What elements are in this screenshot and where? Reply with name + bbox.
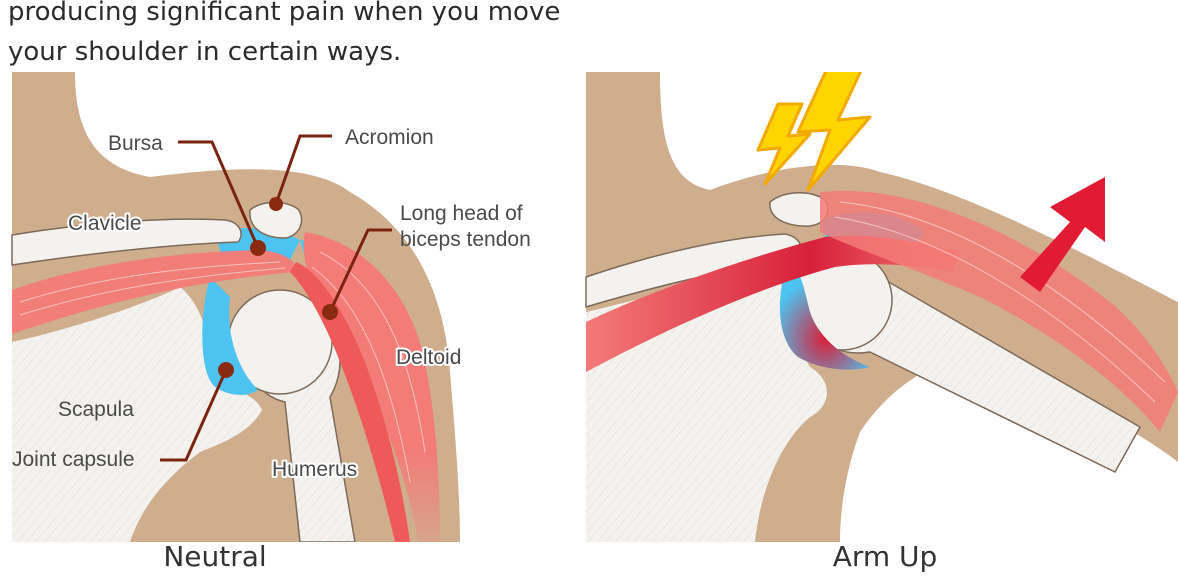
- intro-line-2: your shoulder in certain ways.: [8, 37, 401, 67]
- marker-joint-capsule: [218, 362, 234, 378]
- arm-up-illustration: [580, 72, 1178, 542]
- neutral-panel: Bursa Acromion Clavicle Long head of bic…: [0, 72, 560, 542]
- label-long-head-line-2: biceps tendon: [400, 228, 531, 251]
- label-bursa: Bursa: [108, 132, 163, 155]
- marker-acromion: [269, 197, 283, 211]
- label-deltoid: Deltoid: [396, 346, 461, 369]
- label-long-head-line-1: Long head of: [400, 202, 523, 225]
- caption-neutral: Neutral: [0, 540, 430, 573]
- label-acromion: Acromion: [345, 126, 434, 149]
- marker-long-head: [322, 304, 338, 320]
- marker-bursa: [250, 240, 266, 256]
- label-joint-capsule: Joint capsule: [12, 448, 135, 471]
- intro-line-1: producing significant pain when you move: [8, 0, 560, 27]
- caption-arm-up: Arm Up: [620, 540, 1150, 573]
- label-clavicle: Clavicle: [68, 212, 142, 235]
- arm-up-panel: [580, 72, 1178, 542]
- label-scapula: Scapula: [58, 398, 134, 421]
- label-humerus: Humerus: [272, 458, 357, 481]
- neutral-illustration: Bursa Acromion Clavicle Long head of bic…: [0, 72, 560, 542]
- intro-text: producing significant pain when you move…: [8, 0, 560, 72]
